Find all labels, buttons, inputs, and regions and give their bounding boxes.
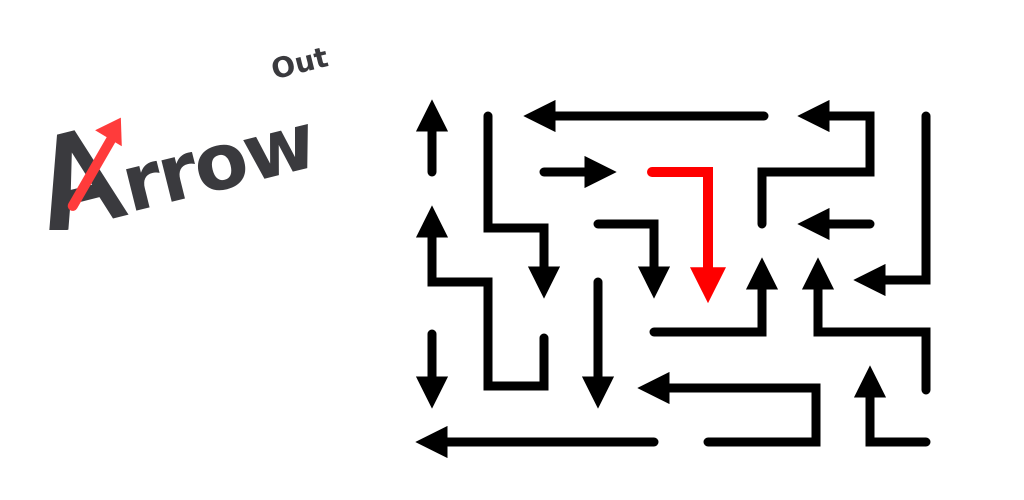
arrow-4[interactable] [757,99,875,229]
arrow-5[interactable] [853,111,931,297]
arrow-19[interactable] [853,365,931,447]
arrow-8[interactable] [593,219,671,299]
arrow-7[interactable] [415,205,549,391]
arrow-15[interactable] [649,257,779,337]
arrow-17[interactable] [637,371,821,447]
arrow-12[interactable] [647,167,726,304]
logo-letter-a-icon [48,117,129,230]
arrow-out-logo: rrow Out [48,40,331,230]
arrow-2[interactable] [483,111,561,299]
arrow-16[interactable] [801,257,931,395]
